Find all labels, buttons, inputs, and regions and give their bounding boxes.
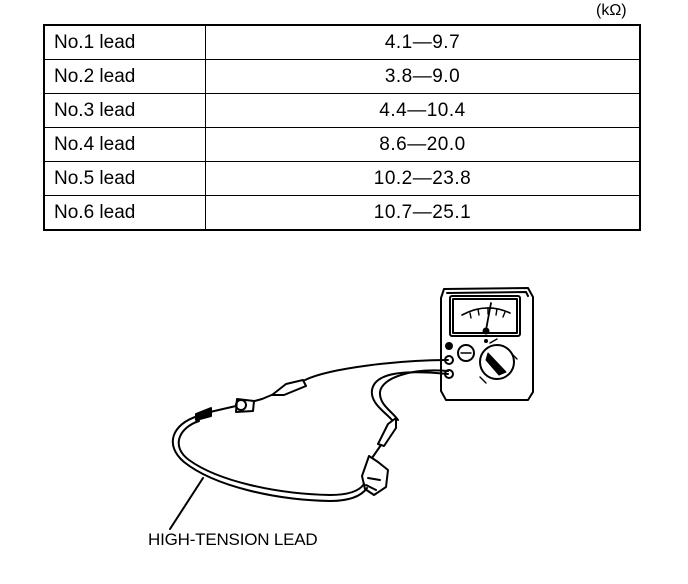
resistance-spec-table: No.1 lead 4.1—9.7 No.2 lead 3.8—9.0 No.3…	[43, 24, 641, 231]
high-tension-lead	[171, 415, 368, 502]
left-test-probe	[195, 379, 307, 421]
table-row: No.1 lead 4.1—9.7	[43, 24, 641, 60]
diagram-caption: HIGH-TENSION LEAD	[148, 530, 318, 549]
resistance-range-cell: 4.1—9.7	[205, 24, 641, 60]
table-row: No.5 lead 10.2—23.8	[43, 161, 641, 196]
table-row: No.4 lead 8.6—20.0	[43, 127, 641, 162]
lead-name-cell: No.2 lead	[43, 59, 206, 94]
lead-name-cell: No.1 lead	[43, 24, 206, 60]
lead-name-cell: No.6 lead	[43, 195, 206, 231]
resistance-range-cell: 4.4—10.4	[205, 93, 641, 128]
lead-name-cell: No.3 lead	[43, 93, 206, 128]
table-row: No.6 lead 10.7—25.1	[43, 195, 641, 231]
resistance-range-cell: 10.2—23.8	[205, 161, 641, 196]
right-test-probe	[361, 417, 397, 496]
unit-label: (kΩ)	[596, 2, 627, 19]
test-lead-wires	[304, 359, 449, 421]
resistance-range-cell: 10.7—25.1	[205, 195, 641, 231]
table-row: No.3 lead 4.4—10.4	[43, 93, 641, 128]
lead-name-cell: No.4 lead	[43, 127, 206, 162]
lead-name-cell: No.5 lead	[43, 161, 206, 196]
caption-leader-line	[169, 477, 204, 530]
ohmmeter	[440, 287, 534, 401]
